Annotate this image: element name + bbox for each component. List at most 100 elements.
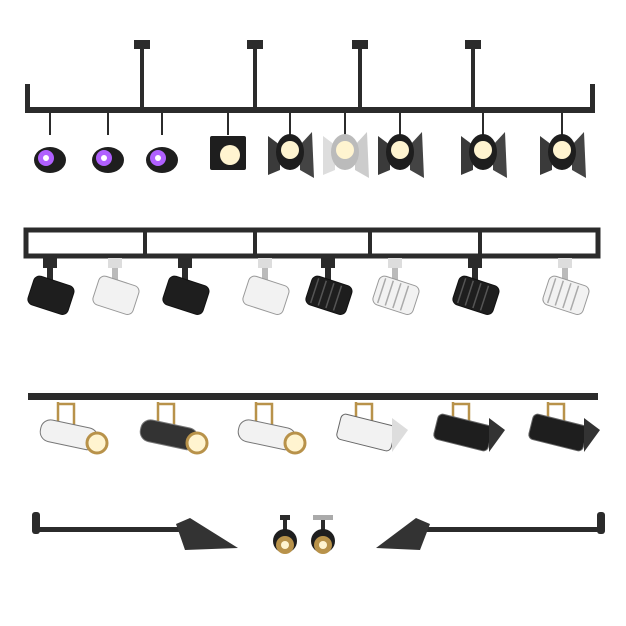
- lamp-body: [336, 413, 396, 452]
- cooling-fin: [332, 285, 343, 311]
- barn-door: [489, 418, 505, 452]
- frame-divider: [478, 230, 482, 256]
- lens: [85, 431, 109, 455]
- cooling-fin: [546, 278, 557, 304]
- frame-divider: [253, 230, 257, 256]
- ceiling-cap: [134, 40, 150, 49]
- frame-bar: [25, 107, 595, 113]
- stem: [112, 268, 118, 280]
- lamp-body: [92, 275, 140, 316]
- track-adapter: [388, 258, 402, 268]
- track-adapter: [43, 258, 57, 268]
- lens: [391, 141, 409, 159]
- stem: [262, 268, 268, 280]
- arm-rod: [420, 527, 600, 532]
- lens-highlight: [281, 541, 289, 549]
- arm-fixture: [376, 518, 430, 550]
- spotlight-uv: [34, 113, 66, 173]
- barn-door: [410, 132, 424, 178]
- spotlight-box: [210, 113, 246, 170]
- spotlight-barn-white: [336, 402, 408, 452]
- lamp-body: [372, 275, 420, 316]
- track-adapter: [108, 258, 122, 268]
- spotlight-barn: [528, 402, 600, 452]
- cooling-fin: [456, 278, 467, 304]
- spotlight-barn: [433, 402, 505, 452]
- lamp-body: [242, 275, 290, 316]
- hanger-rod: [358, 45, 362, 109]
- lens: [283, 431, 307, 455]
- cooling-fin: [325, 283, 335, 309]
- stem: [182, 268, 188, 280]
- lamp-body: [305, 275, 353, 316]
- spotlight-white: [237, 402, 307, 455]
- lamp-body: [27, 275, 75, 316]
- spotlight-white: [242, 258, 290, 316]
- spotlight-dark: [27, 258, 75, 316]
- barn-door: [493, 132, 507, 178]
- cooling-fin: [554, 280, 565, 306]
- spotlight-barn: [540, 113, 586, 178]
- cooling-fin: [399, 285, 410, 311]
- frame-divider: [143, 230, 147, 256]
- barn-door: [572, 132, 586, 178]
- spotlight-white: [39, 402, 109, 455]
- lamp-body: [542, 275, 590, 316]
- spotlight-uv: [92, 113, 124, 173]
- lens-highlight: [319, 541, 327, 549]
- ceiling-cap: [247, 40, 263, 49]
- suspended-frame: [25, 40, 595, 113]
- lens: [474, 141, 492, 159]
- wall-arm-left: [32, 512, 238, 550]
- track-adapter: [178, 258, 192, 268]
- spotlight-uv: [146, 113, 178, 173]
- stem: [283, 520, 287, 530]
- spotlight-barn: [268, 113, 314, 178]
- wall-arm-right: [376, 512, 605, 550]
- lamp-body: [452, 275, 500, 316]
- mount: [313, 515, 333, 520]
- stem: [47, 268, 53, 280]
- boxed-track: [23, 227, 601, 259]
- barn-door: [584, 418, 600, 452]
- cooling-fin: [464, 280, 475, 306]
- downlight: [311, 515, 335, 554]
- cooling-fin: [569, 285, 580, 311]
- lens: [185, 431, 209, 455]
- cooling-fin: [376, 278, 387, 304]
- spotlight-finned-white: [542, 258, 590, 316]
- lens: [553, 141, 571, 159]
- frame-side: [25, 84, 30, 113]
- rail: [28, 393, 598, 400]
- stem: [562, 268, 568, 280]
- cooling-fin: [392, 283, 402, 309]
- track-adapter: [321, 258, 335, 268]
- lamp-body: [162, 275, 210, 316]
- lens-highlight: [101, 155, 107, 161]
- cooling-fin: [317, 280, 328, 306]
- lens-highlight: [43, 155, 49, 161]
- hanger-rod: [253, 45, 257, 109]
- spotlight-dark: [162, 258, 210, 316]
- stem: [321, 520, 325, 530]
- hanger-rod: [471, 45, 475, 109]
- barn-door: [355, 132, 369, 178]
- barn-door: [392, 418, 408, 452]
- spotlight-dark: [139, 402, 209, 455]
- lamp-body: [528, 413, 588, 452]
- track-adapter: [468, 258, 482, 268]
- lens: [336, 141, 354, 159]
- frame-side: [590, 84, 595, 113]
- downlight: [273, 515, 297, 554]
- lens: [281, 141, 299, 159]
- cooling-fin: [309, 278, 320, 304]
- spotlight-finned-dark: [452, 258, 500, 316]
- cooling-fin: [384, 280, 395, 306]
- track-adapter: [558, 258, 572, 268]
- spotlight-white: [92, 258, 140, 316]
- track-adapter: [258, 258, 272, 268]
- ceiling-cap: [465, 40, 481, 49]
- cooling-fin: [479, 285, 490, 311]
- stem: [472, 268, 478, 280]
- spotlight-finned-white: [372, 258, 420, 316]
